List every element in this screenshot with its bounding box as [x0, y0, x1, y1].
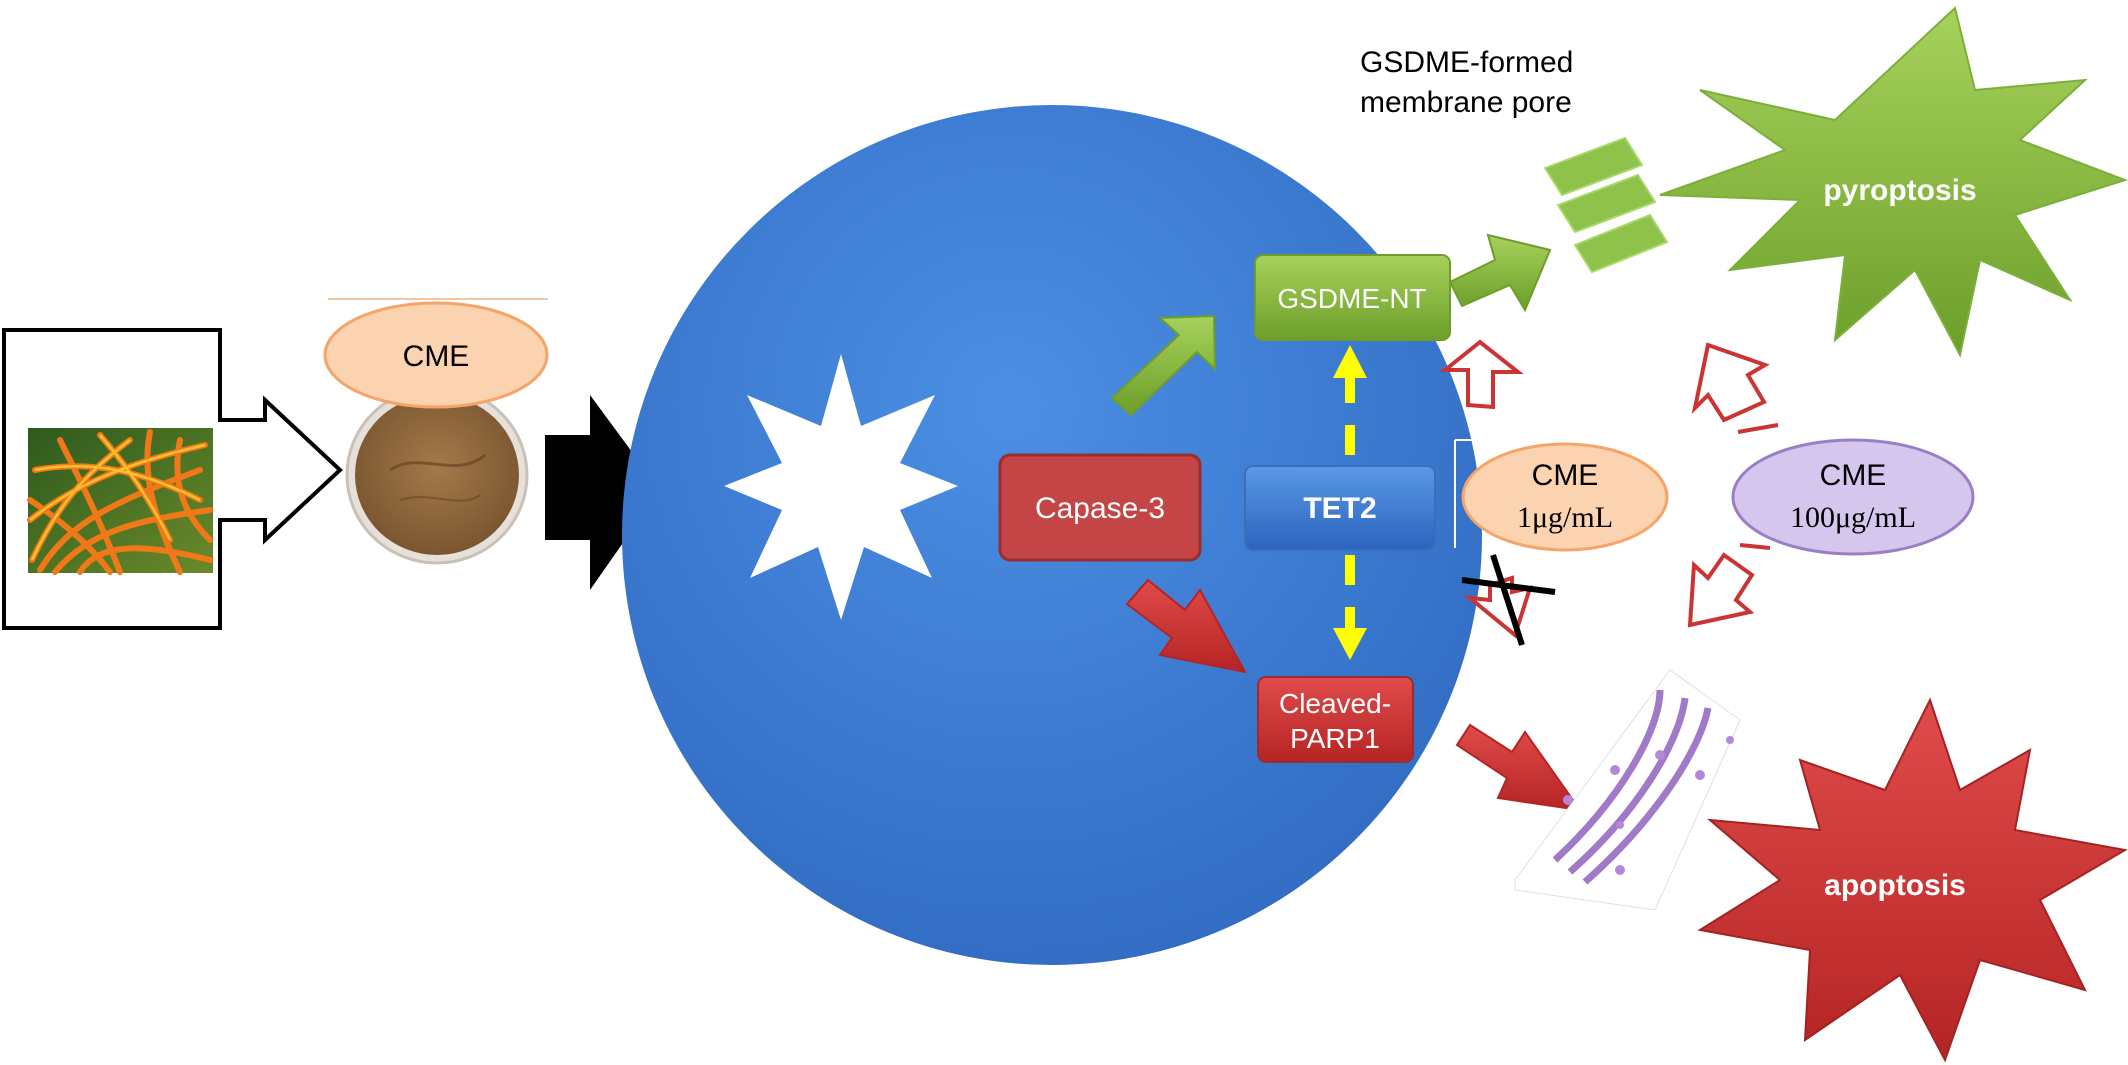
- gsdme-nt-label: GSDME-NT: [1277, 283, 1426, 314]
- pore-label-line1: GSDME-formed: [1360, 46, 1573, 79]
- cordyceps-panel: [2, 328, 343, 630]
- tet2-dashed-arrows: [1333, 345, 1367, 660]
- arrow-parp1-to-membrane: [1455, 723, 1583, 812]
- membrane-pore: [1543, 136, 1669, 274]
- blocked-cross-icon: [1461, 554, 1556, 646]
- cme-source-label: [323, 301, 549, 409]
- parp1-label-line1: Cleaved-: [1279, 688, 1391, 719]
- cme-low-dose: CME 1μg/mL: [1461, 442, 1669, 552]
- pyroptosis-burst: pyroptosis: [1659, 6, 2128, 358]
- arrow-caspase-to-parp1: [1125, 578, 1247, 674]
- node-caspase-3: Capase-3: [998, 453, 1202, 562]
- black-arrow: [545, 395, 660, 590]
- pore-label: GSDME-formed membrane pore: [1360, 46, 1573, 119]
- caspase-label: Capase-3: [1035, 492, 1165, 525]
- node-cleaved-parp1: Cleaved- PARP1: [1257, 676, 1414, 763]
- cme-low-line2: 1μg/mL: [1517, 501, 1613, 534]
- pore-label-line2: membrane pore: [1360, 86, 1572, 119]
- arrow-gsdme-to-pore: [1448, 233, 1552, 313]
- pyroptosis-label: pyroptosis: [1823, 174, 1976, 207]
- arrow-caspase-to-gsdme: [1110, 314, 1217, 417]
- arrow-cme-low-up: [1439, 339, 1524, 410]
- membrane-inset: [1514, 669, 1741, 911]
- arrow-cme-high-down: [1687, 552, 1755, 628]
- cme-high-line2: 100μg/mL: [1790, 501, 1916, 534]
- node-tet2: TET2: [1244, 465, 1436, 551]
- cme-high-line1: CME: [1820, 459, 1887, 492]
- cme-high-dose: CME 100μg/mL: [1731, 438, 1975, 556]
- cme-low-line1: CME: [1532, 459, 1599, 492]
- powder: [355, 395, 519, 555]
- stimulus-burst: [724, 354, 958, 620]
- parp1-label-line2: PARP1: [1290, 723, 1380, 754]
- node-gsdme-nt: GSDME-NT: [1254, 254, 1451, 341]
- apoptosis-burst: apoptosis: [1697, 697, 2128, 1063]
- cme-powder: CME: [323, 298, 549, 565]
- arrow-cme-high-up: [1691, 342, 1770, 423]
- apoptosis-label: apoptosis: [1824, 869, 1966, 902]
- cme-source-text: CME: [403, 340, 470, 373]
- tet2-label: TET2: [1303, 492, 1376, 525]
